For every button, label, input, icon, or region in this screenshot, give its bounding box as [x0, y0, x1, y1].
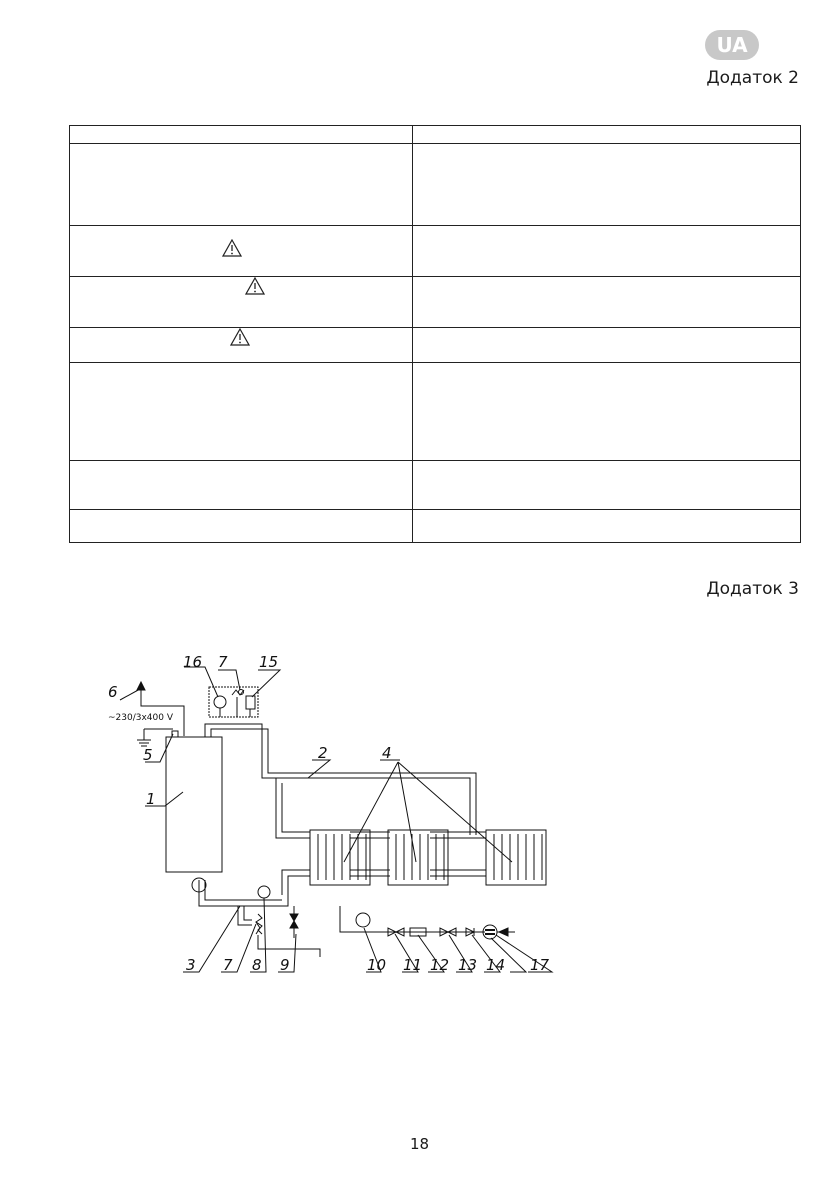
callout-4: 4 — [382, 744, 392, 762]
supply-label: ~230/3x400 V — [108, 713, 174, 723]
control-unit — [208, 686, 259, 718]
callout-12: 12 — [430, 956, 449, 974]
callout-10: 10 — [367, 956, 386, 974]
table-cell — [412, 509, 801, 543]
callout-17: 17 — [530, 956, 550, 974]
ground-icon — [137, 728, 173, 747]
filter-icon — [355, 912, 371, 928]
radiator — [309, 829, 371, 886]
supply-line — [140, 695, 185, 736]
valve-icon — [439, 927, 457, 937]
warning-triangle-icon — [230, 328, 250, 346]
table-row — [69, 327, 801, 363]
meter-icon — [409, 927, 427, 937]
appendix-2-title: Додаток 2 — [706, 68, 799, 88]
manometer-icon — [257, 885, 271, 899]
boiler — [165, 736, 223, 873]
callout-11: 11 — [403, 956, 422, 974]
pump-icon — [191, 877, 207, 893]
language-badge: UA — [705, 30, 759, 60]
callout-5: 5 — [143, 746, 153, 764]
radiator — [485, 829, 547, 886]
warning-triangle-icon — [245, 277, 265, 295]
callout-14: 14 — [486, 956, 505, 974]
table-cell — [412, 362, 801, 461]
supply-pipe — [204, 723, 471, 835]
callout-1: 1 — [146, 790, 156, 808]
make-up-line — [339, 906, 485, 933]
table-row — [69, 276, 801, 328]
drain-valve-icon — [289, 913, 299, 929]
arrow-icon — [136, 680, 146, 691]
callout-13: 13 — [458, 956, 477, 974]
table-cell — [69, 460, 413, 510]
table-cell — [69, 143, 413, 226]
page-number: 18 — [409, 1135, 430, 1153]
callout-7: 7 — [218, 653, 228, 671]
callout-15: 15 — [259, 653, 278, 671]
callout-2: 2 — [318, 744, 328, 762]
reducer-icon — [482, 924, 498, 940]
table-cell — [69, 509, 413, 543]
table-row — [69, 225, 801, 277]
callout-9: 9 — [280, 956, 290, 974]
radiator — [387, 829, 449, 886]
warning-triangle-icon — [222, 239, 242, 257]
return-pipe — [198, 880, 289, 907]
pressure-gauge-icon — [213, 695, 227, 709]
callout-6: 6 — [108, 683, 118, 701]
table-row — [69, 143, 801, 226]
table-cell — [412, 460, 801, 510]
callout-8: 8 — [252, 956, 262, 974]
valve-icon — [387, 927, 405, 937]
check-valve-icon — [465, 927, 476, 937]
table-row — [69, 460, 801, 510]
callout-16: 16 — [183, 653, 202, 671]
table-row — [69, 509, 801, 543]
table-cell — [412, 276, 801, 328]
table-cell — [412, 225, 801, 277]
appendix-3-title: Додаток 3 — [706, 579, 799, 599]
table-row — [69, 125, 801, 144]
callout-3: 3 — [186, 956, 196, 974]
table-cell — [69, 276, 413, 328]
appendix-2-table — [69, 125, 801, 543]
inlet-arrow-icon — [497, 927, 509, 937]
callout-7b: 7 — [223, 956, 233, 974]
table-cell — [412, 327, 801, 363]
table-cell — [412, 143, 801, 226]
